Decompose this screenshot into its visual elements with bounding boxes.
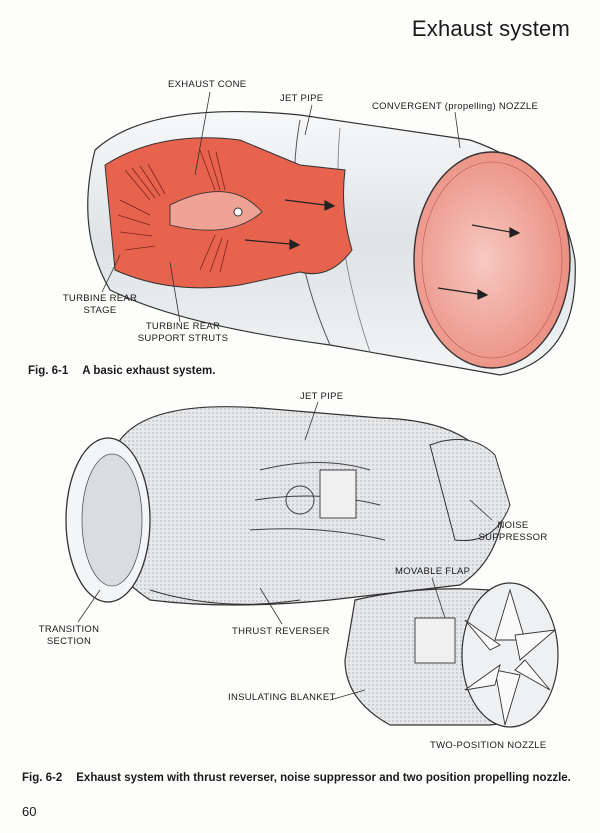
fig2-caption-text: Exhaust system with thrust reverser, noi… xyxy=(76,772,571,784)
label-line: TRANSITION xyxy=(38,624,100,635)
label-line: SUPPRESSOR xyxy=(478,532,548,543)
label-insulating-blanket: INSULATING BLANKET xyxy=(228,692,336,703)
fig1-illustration xyxy=(87,91,576,376)
fig1-caption-text: A basic exhaust system. xyxy=(82,365,216,377)
label-line: TURBINE REAR xyxy=(62,293,138,304)
page-title: Exhaust system xyxy=(411,16,570,41)
fig2-caption-number: Fig. 6-2 xyxy=(22,772,63,784)
page-number: 60 xyxy=(22,804,37,819)
label-thrust-reverser: THRUST REVERSER xyxy=(232,626,330,637)
fig1-caption: Fig. 6-1 A basic exhaust system. xyxy=(28,365,215,377)
label-movable-flap: MOVABLE FLAP xyxy=(395,566,471,577)
label-line: SUPPORT STRUTS xyxy=(137,333,229,344)
label-noise-suppressor: NOISE SUPPRESSOR xyxy=(478,520,548,544)
label-transition-section: TRANSITION SECTION xyxy=(32,624,106,648)
label-jet-pipe-fig1: JET PIPE xyxy=(280,93,324,104)
fig2-caption: Fig. 6-2 Exhaust system with thrust rever… xyxy=(22,772,571,784)
label-line: NOISE xyxy=(497,520,529,531)
label-exhaust-cone: EXHAUST CONE xyxy=(168,79,247,90)
label-turbine-support-struts: TURBINE REAR SUPPORT STRUTS xyxy=(135,321,231,345)
label-line: STAGE xyxy=(83,305,117,316)
label-line: TURBINE REAR xyxy=(145,321,221,332)
fig2-illustration xyxy=(65,401,559,728)
label-convergent-nozzle: CONVERGENT (propelling) NOZZLE xyxy=(372,101,539,112)
label-line: SECTION xyxy=(46,636,92,647)
label-turbine-rear-stage: TURBINE REAR STAGE xyxy=(55,293,145,317)
fig1-nozzle-exit xyxy=(413,151,571,369)
fig2-engine-body xyxy=(89,406,506,606)
label-two-position-nozzle: TWO-POSITION NOZZLE xyxy=(430,740,547,751)
fig1-caption-number: Fig. 6-1 xyxy=(28,365,69,377)
label-jet-pipe-fig2: JET PIPE xyxy=(300,391,344,402)
